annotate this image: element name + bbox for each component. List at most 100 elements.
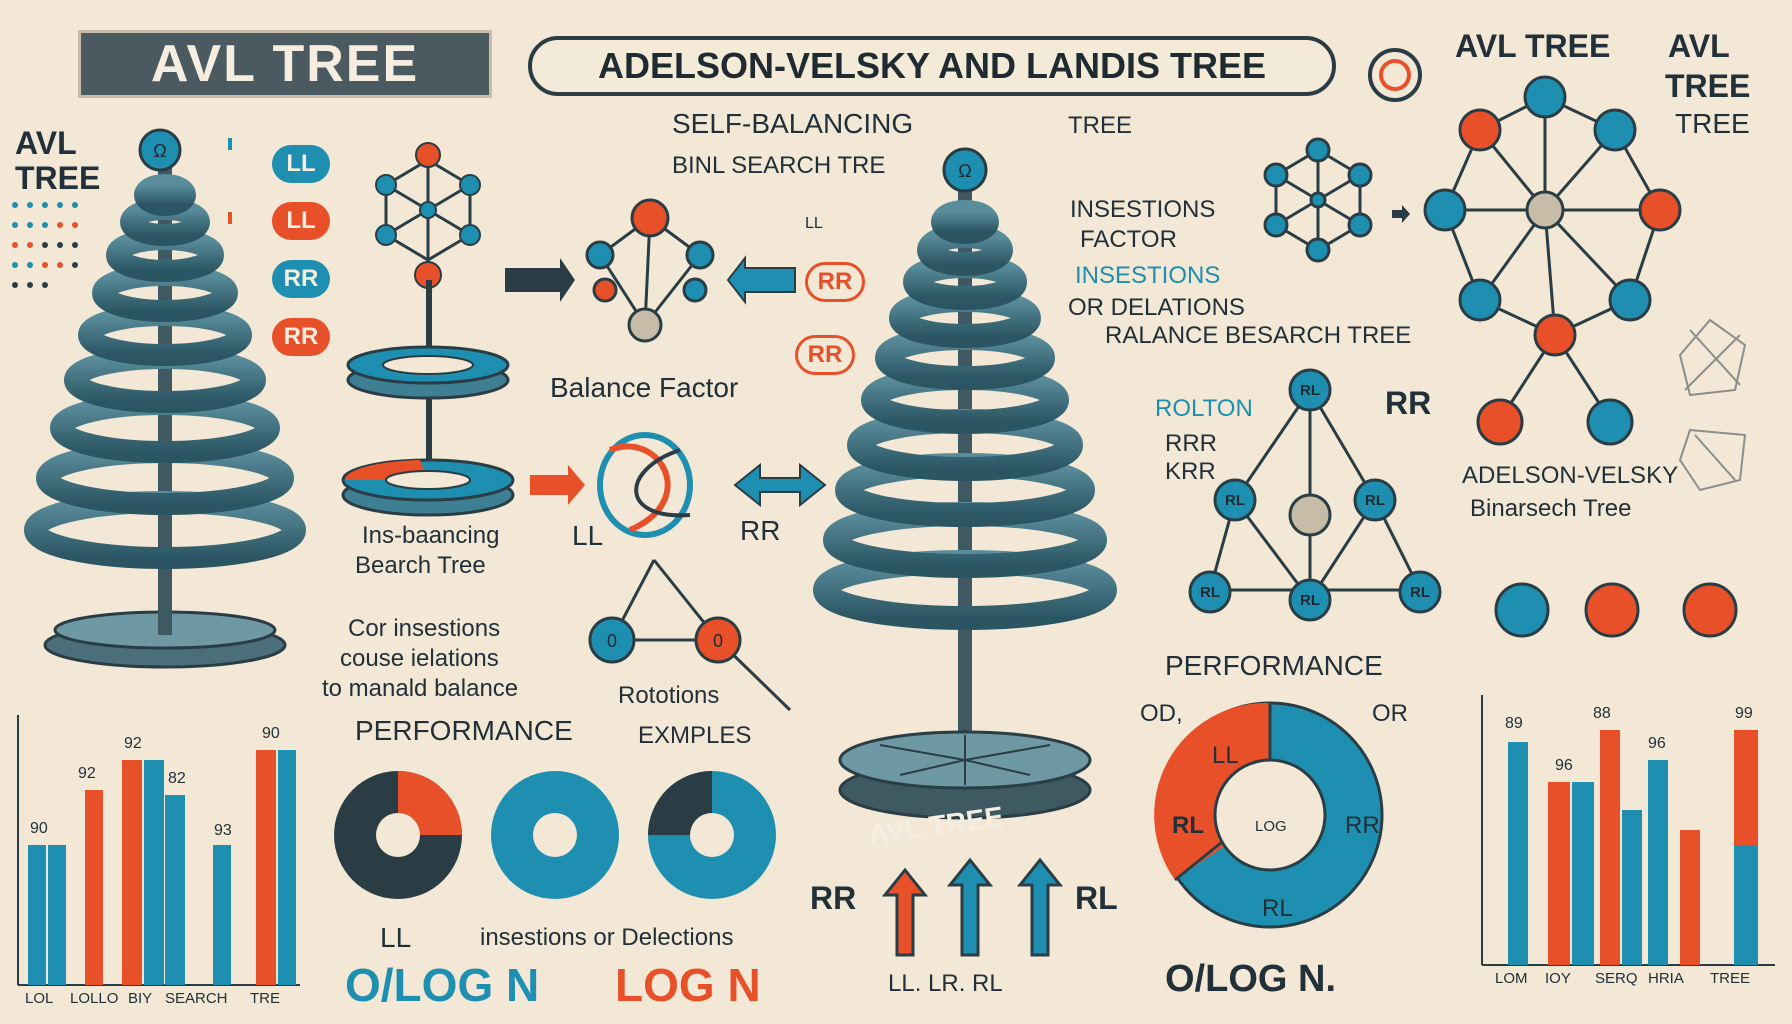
insertions-factor-1: INSESTIONS bbox=[1070, 196, 1216, 223]
krr-label: KRR bbox=[1165, 458, 1216, 485]
tri-node-right-label: 0 bbox=[713, 631, 723, 651]
insertions-factor-2: FACTOR bbox=[1080, 226, 1177, 253]
donut-label-rl-1: RL bbox=[1172, 812, 1204, 839]
insertions-2: INSESTIONS bbox=[1075, 262, 1221, 289]
fr-axis-3: HRIA bbox=[1648, 970, 1684, 987]
donut-label-rl-2: RL bbox=[1262, 895, 1293, 922]
binary-search-label: BINL SEARCH TRE bbox=[672, 152, 886, 179]
left-spiral-tree: Ω bbox=[24, 128, 306, 669]
bl-axis-3: SEARCH bbox=[165, 990, 228, 1007]
top-right-avl: AVL bbox=[1668, 28, 1730, 64]
svg-text:RL: RL bbox=[1200, 584, 1220, 601]
rolton-label: ROLTON bbox=[1155, 395, 1253, 422]
far-right-bar-chart bbox=[1481, 695, 1775, 966]
bl-bar-label-5: 90 bbox=[262, 725, 280, 742]
svg-text:RL: RL bbox=[1300, 382, 1320, 399]
fr-bar-label-4: 99 bbox=[1735, 705, 1753, 722]
top-right-title: AVL TREE bbox=[1455, 28, 1611, 64]
dot-legend-left bbox=[12, 138, 232, 288]
ll-rotation-label: LL bbox=[572, 520, 604, 551]
cor-text-1: Cor insestions bbox=[348, 615, 501, 642]
ll-small-label: LL bbox=[805, 215, 823, 232]
page-title: AVL TREE bbox=[78, 30, 492, 98]
fr-bar-label-0: 89 bbox=[1505, 715, 1523, 732]
rl-node-labels: RL RL RL RL RL RL bbox=[1200, 382, 1430, 609]
hex-node-dots bbox=[375, 142, 481, 289]
svg-text:Ω: Ω bbox=[958, 161, 971, 181]
self-balancing-label: SELF-BALANCING bbox=[672, 108, 914, 139]
pill-rr-2: RR bbox=[272, 318, 330, 356]
center-rr-label: RR bbox=[810, 880, 857, 916]
cor-text-2: couse ielations bbox=[340, 645, 499, 672]
small-arrow-right bbox=[1392, 205, 1410, 223]
top-right-tree-2: TREE bbox=[1675, 108, 1750, 139]
wheel-graph bbox=[1423, 75, 1682, 446]
rr-pill-2: RR bbox=[795, 335, 855, 375]
arrow-from-rr bbox=[726, 255, 796, 305]
rrr-label: RRR bbox=[1165, 430, 1217, 457]
pill-ll-1: LL bbox=[272, 145, 330, 183]
bl-axis-2: BIY bbox=[128, 990, 153, 1007]
balance-search-label: RALANCE BESARCH TREE bbox=[1105, 322, 1412, 349]
perf-donuts bbox=[334, 771, 776, 899]
svg-text:RL: RL bbox=[1410, 584, 1430, 601]
rl-triangle-graph bbox=[1188, 368, 1442, 622]
sketch-right bbox=[1678, 318, 1747, 492]
center-spiral-tree: Ω bbox=[813, 147, 1117, 820]
tree-word-label: TREE bbox=[1068, 112, 1133, 139]
svg-text:Ω: Ω bbox=[153, 141, 166, 161]
rr-rotation-label: RR bbox=[740, 515, 781, 546]
page-subtitle: ADELSON-VELSKY AND LANDIS TREE bbox=[528, 36, 1336, 96]
fr-axis-4: TREE bbox=[1710, 970, 1751, 987]
bl-axis-0: LOL bbox=[25, 990, 54, 1007]
o-log-n-right: O/LOG N. bbox=[1165, 958, 1336, 1000]
bl-bar-label-4: 93 bbox=[214, 822, 232, 839]
bottom-left-bar-chart bbox=[17, 715, 300, 986]
up-arrows bbox=[881, 857, 1064, 957]
pill-rr-1: RR bbox=[272, 260, 330, 298]
adelson-label: ADELSON-VELSKY bbox=[1462, 462, 1679, 489]
bl-axis-1: LOLLO bbox=[70, 990, 119, 1007]
bl-bar-label-1: 92 bbox=[78, 765, 96, 782]
bl-bar-label-3: 82 bbox=[168, 770, 186, 787]
od-label: OD, bbox=[1140, 700, 1183, 727]
donut-label-log: LOG bbox=[1255, 818, 1287, 835]
balance-factor-label: Balance Factor bbox=[550, 372, 739, 403]
rr-big-label: RR bbox=[1385, 385, 1432, 421]
donut-label-ll: LL bbox=[1212, 742, 1239, 769]
or-label: OR bbox=[1372, 700, 1408, 727]
cor-text-3: to manald balance bbox=[322, 675, 519, 702]
o-log-n-left: O/LOG N bbox=[345, 959, 540, 1011]
performance-label-left: PERFORMANCE bbox=[355, 715, 573, 746]
arrows-label: LL. LR. RL bbox=[888, 970, 1003, 997]
svg-text:RL: RL bbox=[1300, 592, 1320, 609]
bl-axis-4: TRE bbox=[250, 990, 280, 1007]
left-tree-label: TREE bbox=[15, 160, 101, 196]
tri-node-left-label: 0 bbox=[607, 631, 617, 651]
fr-bar-label-1: 88 bbox=[1593, 705, 1611, 722]
fr-axis-0: LOM bbox=[1495, 970, 1528, 987]
insertions-bottom-label: insestions or Delections bbox=[480, 924, 734, 951]
log-n-left: LOG N bbox=[615, 959, 761, 1011]
ll-bottom-label: LL bbox=[380, 922, 412, 953]
fr-axis-1: IOY bbox=[1545, 970, 1571, 987]
svg-text:RL: RL bbox=[1225, 492, 1245, 509]
right-hex-graph bbox=[1263, 137, 1373, 263]
triangle-graph bbox=[588, 559, 792, 712]
far-right-circles bbox=[1494, 582, 1738, 638]
left-tree-top-node bbox=[138, 128, 182, 172]
performance-label-right: PERFORMANCE bbox=[1165, 650, 1383, 681]
pill-ll-2: LL bbox=[272, 202, 330, 240]
fr-axis-2: SERQ bbox=[1595, 970, 1638, 987]
right-perf-donut bbox=[1154, 701, 1384, 929]
ll-graph bbox=[585, 198, 715, 343]
deletions-label: OR DELATIONS bbox=[1068, 294, 1245, 321]
center-rl-label: RL bbox=[1075, 880, 1118, 916]
rr-pill-1: RR bbox=[805, 262, 865, 302]
top-right-tree-1: TREE bbox=[1665, 68, 1751, 104]
arrow-to-ll-graph bbox=[505, 258, 575, 302]
fr-bar-label-3: 96 bbox=[1648, 735, 1666, 752]
top-right-ring-icon bbox=[1368, 48, 1422, 102]
ins-balancing-label-2: Bearch Tree bbox=[355, 552, 486, 579]
